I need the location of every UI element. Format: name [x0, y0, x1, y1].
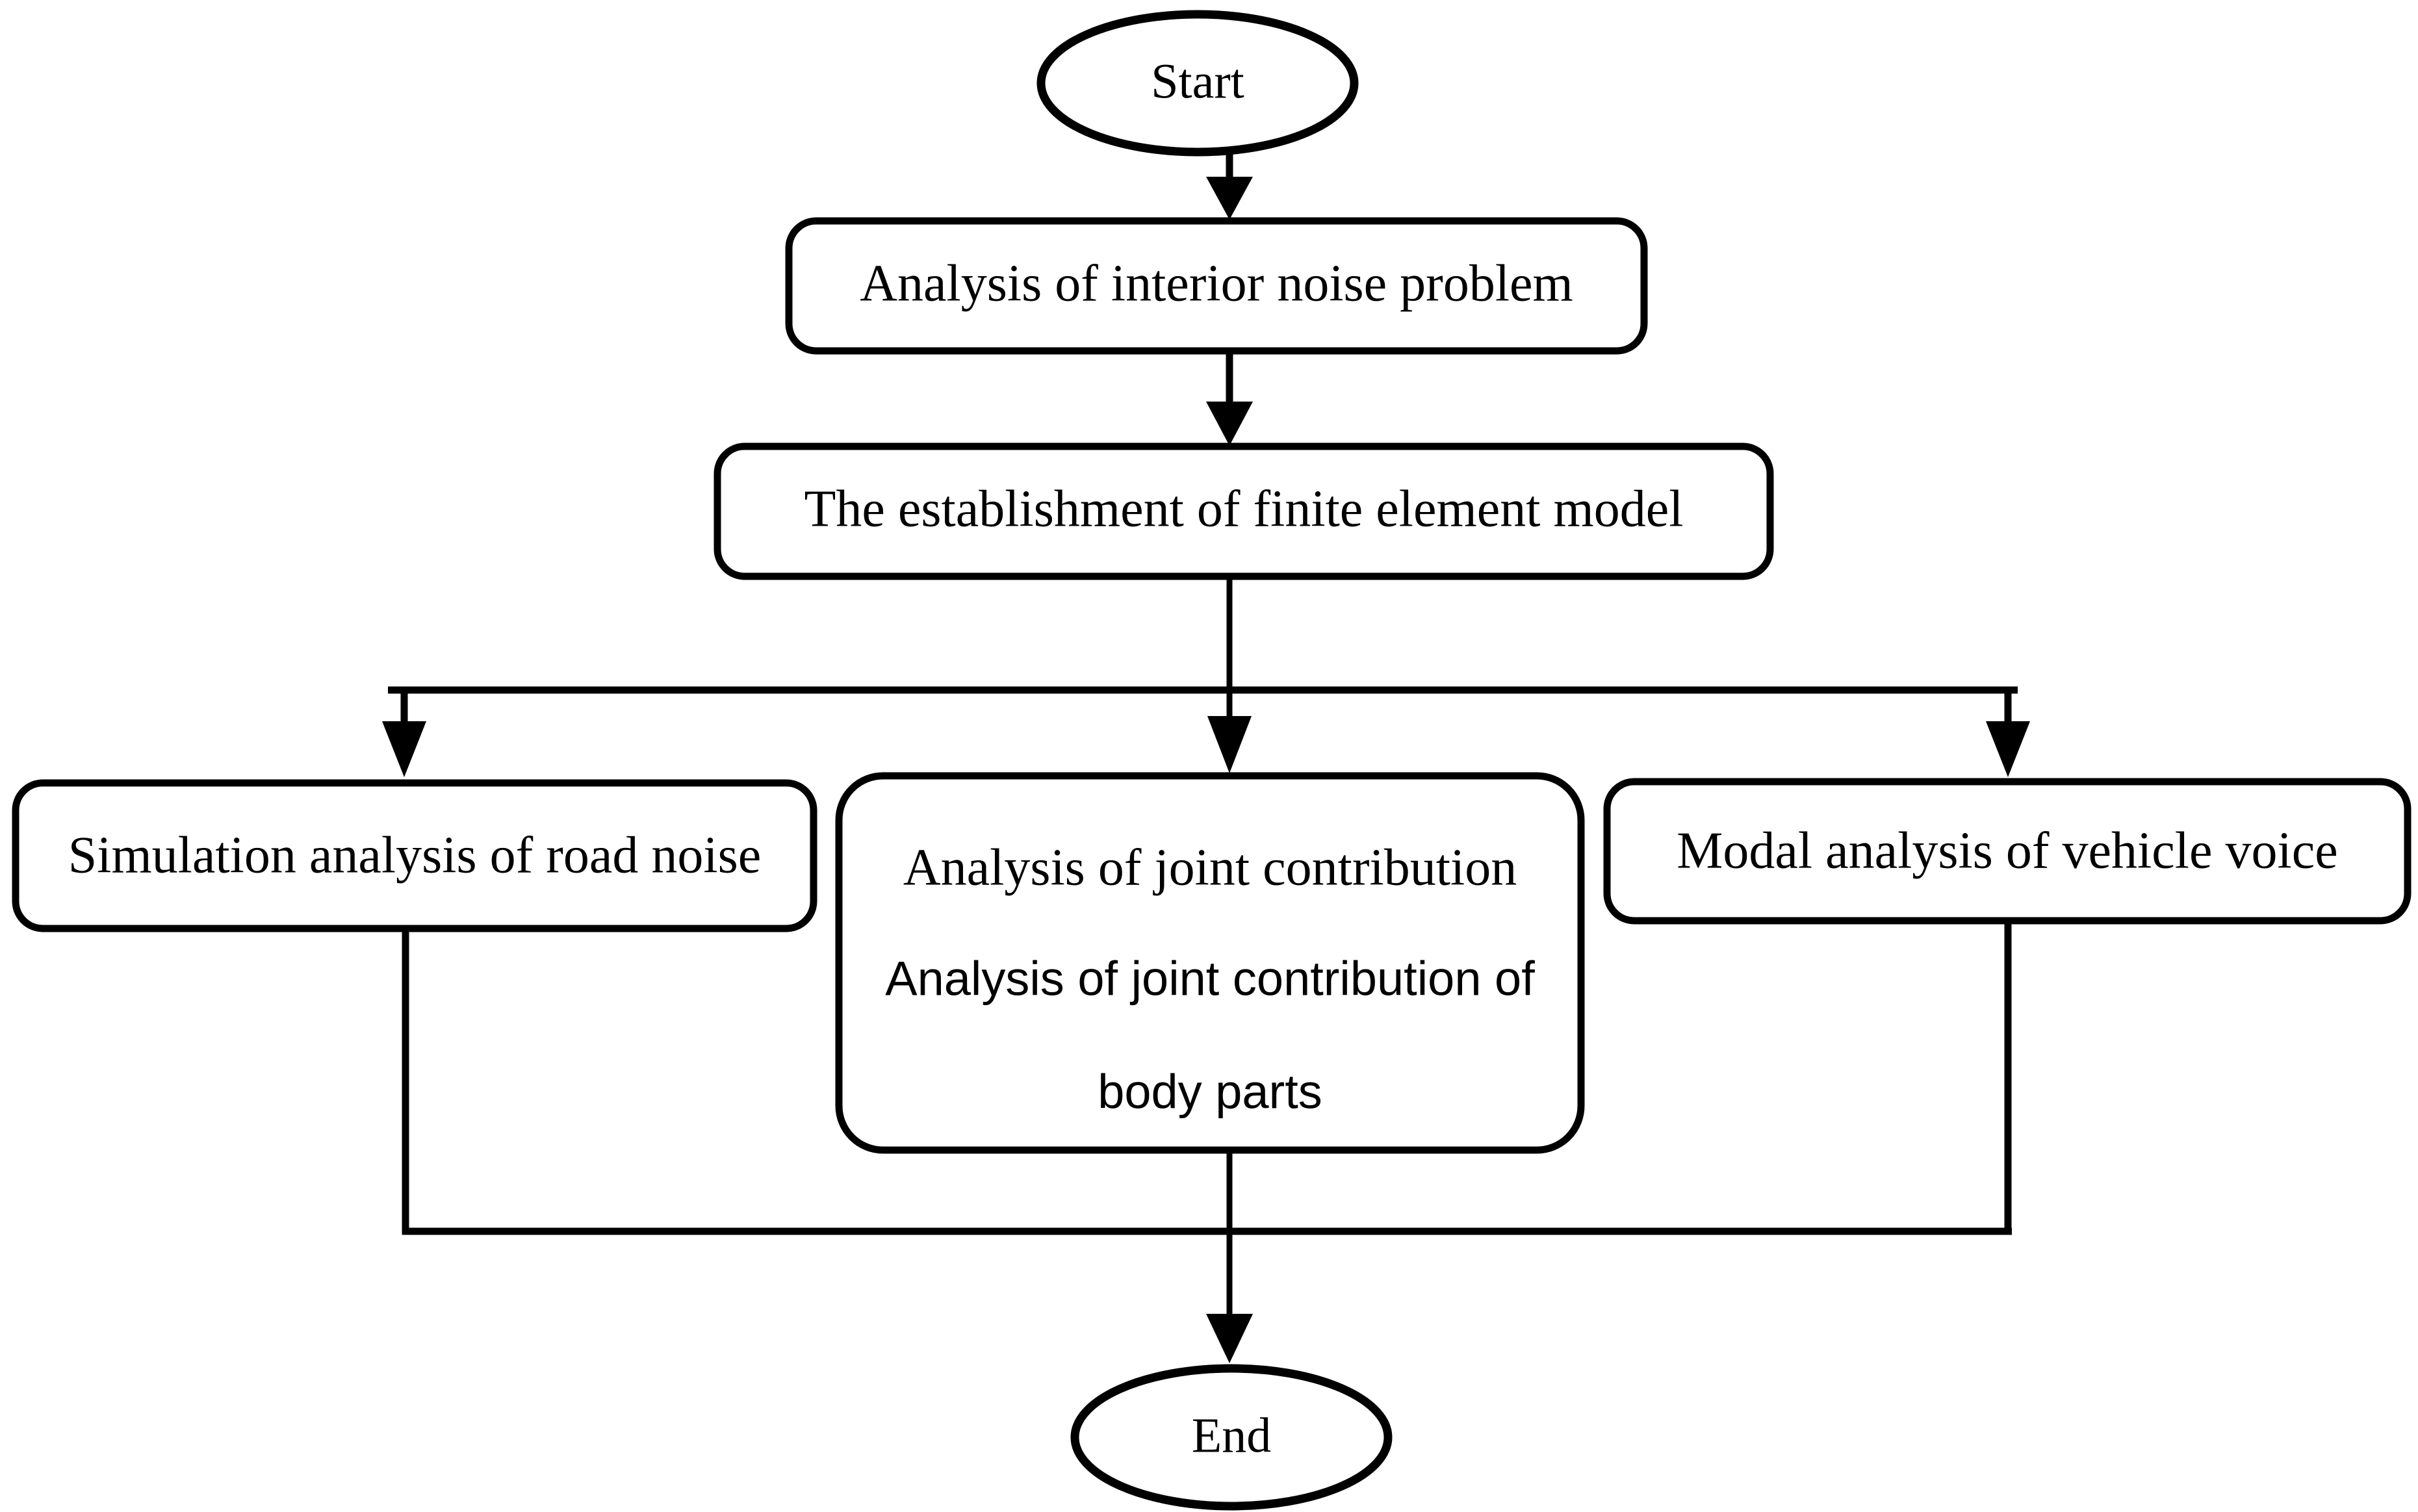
edge-bus-to-branch-right: [1986, 690, 2030, 777]
node-end[interactable]: End: [1070, 1364, 1393, 1511]
step1-box: [785, 217, 1648, 355]
branch-left-label: Simulation analysis of road noise: [68, 826, 762, 884]
start-label: Start: [1151, 54, 1244, 109]
node-step2[interactable]: The establishment of finite element mode…: [714, 442, 1774, 580]
edge-branch-center-to-end: [1206, 1151, 1253, 1363]
edge-step2-to-branch-bus: [388, 578, 2018, 694]
branch-right-label: Modal analysis of vehicle voice: [1677, 822, 2337, 879]
edge-start-to-step1: [1206, 151, 1253, 220]
branch-center-label-line1: Analysis of joint contribution: [903, 839, 1517, 896]
node-branch-left[interactable]: Simulation analysis of road noise: [12, 779, 817, 932]
branch-right-box: [1603, 778, 2412, 925]
branch-center-label-line2: Analysis of joint contribution of: [885, 952, 1535, 1006]
branch-left-box: [12, 779, 817, 932]
branch-center-label-line3: body parts: [1098, 1065, 1322, 1119]
step2-box: [714, 442, 1774, 580]
step1-label: Analysis of interior noise problem: [860, 255, 1573, 312]
node-branch-right[interactable]: Modal analysis of vehicle voice: [1603, 778, 2412, 925]
end-label: End: [1192, 1408, 1271, 1463]
edge-bus-to-branch-center: [1207, 690, 1252, 773]
edge-bus-to-branch-left: [382, 690, 426, 777]
node-start[interactable]: Start: [1036, 10, 1359, 157]
branch-center-box: [835, 772, 1585, 1154]
start-oval: [1036, 10, 1359, 157]
edge-step1-to-step2: [1206, 351, 1253, 446]
node-step1[interactable]: Analysis of interior noise problem: [785, 217, 1648, 355]
end-oval: [1070, 1364, 1393, 1511]
step2-label: The establishment of finite element mode…: [804, 480, 1684, 537]
node-branch-center[interactable]: Analysis of joint contribution Analysis …: [835, 772, 1585, 1154]
